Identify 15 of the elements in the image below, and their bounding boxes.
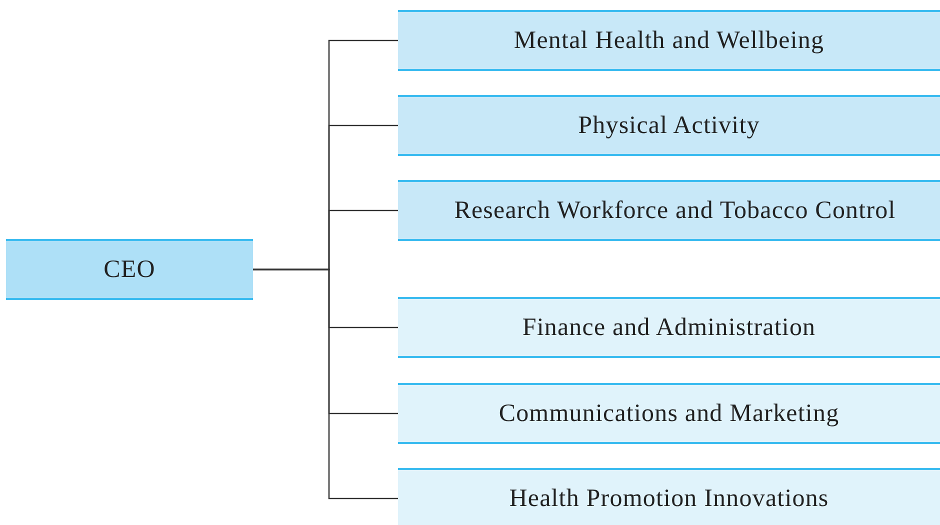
box-label: Health Promotion Innovations: [509, 484, 829, 512]
box-label: CEO: [104, 256, 156, 284]
box-label: Physical Activity: [578, 112, 760, 140]
department-box: [398, 180, 940, 241]
department-box: [398, 468, 940, 525]
department-box: [398, 383, 940, 444]
department-box: [398, 95, 940, 156]
connector-line: [253, 268, 398, 500]
ceo-box: [6, 239, 253, 300]
box-label: Communications and Marketing: [498, 400, 840, 428]
department-box: [398, 297, 940, 358]
department-box: [398, 10, 940, 71]
box-label: Research Workforce and Tobacco Control: [454, 196, 896, 224]
box-label: Finance and Administration: [522, 314, 816, 342]
box-label: Mental Health and Wellbeing: [514, 26, 824, 54]
